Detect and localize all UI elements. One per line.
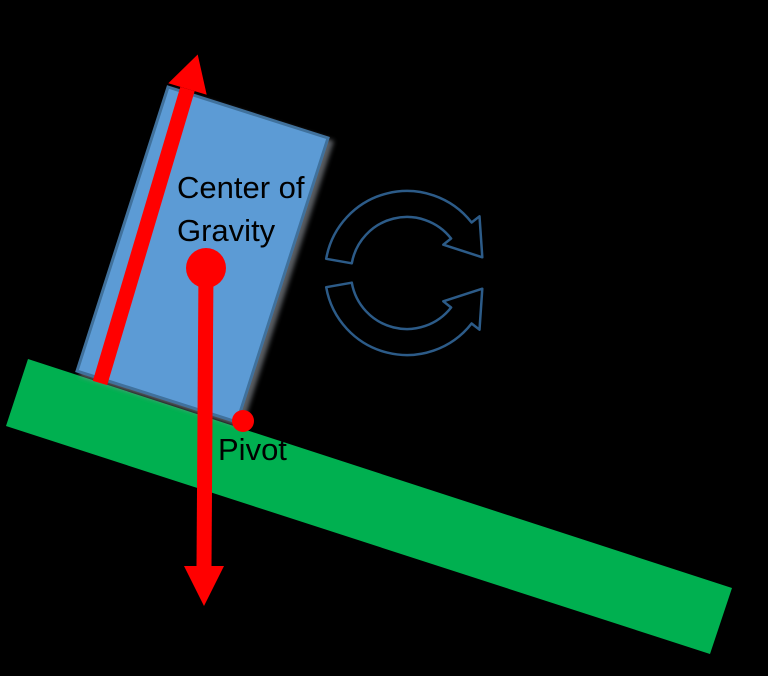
rotation-arrow-bottom bbox=[324, 281, 484, 357]
pivot-label: Pivot bbox=[218, 432, 287, 467]
inclined-ramp bbox=[6, 359, 732, 654]
pivot-dot bbox=[232, 410, 254, 432]
gravity-force-arrow bbox=[184, 267, 224, 606]
center-of-gravity-label: Center of Gravity bbox=[177, 170, 305, 248]
edge-force-arrowhead-icon bbox=[168, 54, 207, 95]
gravity-force-arrow-shaft bbox=[196, 267, 214, 567]
gravity-force-arrowhead-icon bbox=[184, 566, 224, 606]
edge-force-arrow bbox=[92, 54, 207, 386]
center-of-gravity-dot bbox=[186, 248, 226, 288]
rotation-arrow-top bbox=[324, 189, 484, 265]
rotation-arrows-icon bbox=[324, 189, 484, 357]
edge-force-arrow-shaft bbox=[92, 86, 195, 386]
